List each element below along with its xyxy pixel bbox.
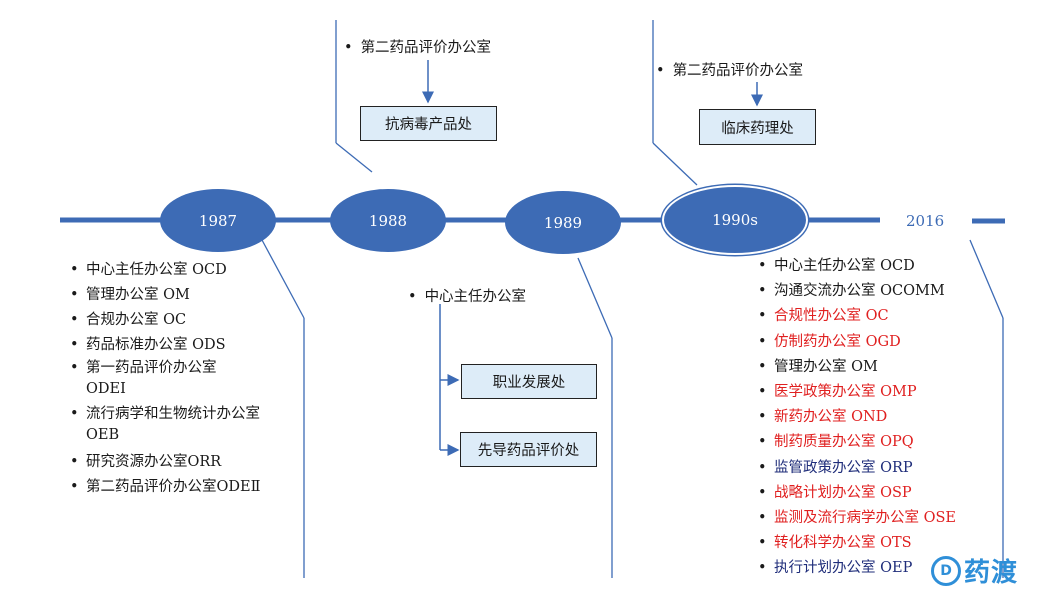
list-item: 转化科学办公室 OTS — [756, 531, 1001, 556]
list-item: 制药质量办公室 OPQ — [756, 430, 1001, 455]
list-item: 管理办公室 OM — [68, 283, 280, 308]
list-item: 第二药品评价办公室ODEⅡ — [68, 475, 280, 500]
list-item: 中心主任办公室 OCD — [68, 258, 280, 283]
list-item: 合规办公室 OC — [68, 308, 280, 333]
list-item: 监测及流行病学办公室 OSE — [756, 506, 1001, 531]
dept-box-lead-drug-evaluation: 先导药品评价处 — [460, 432, 597, 467]
box-label: 职业发展处 — [492, 375, 566, 391]
source-text: 第二药品评价办公室 — [672, 63, 804, 79]
list-item: 流行病学和生物统计办公室 OEB — [68, 404, 276, 446]
list-item: 合规性办公室 OC — [756, 304, 1001, 329]
callout-line-1988 — [335, 142, 373, 173]
year-label: 1990s — [712, 211, 758, 229]
list-item: 医学政策办公室 OMP — [756, 380, 1001, 405]
office-list-2016: 中心主任办公室 OCD沟通交流办公室 OCOMM合规性办公室 OC仿制药办公室 … — [756, 254, 1001, 582]
list-item: 研究资源办公室ORR — [68, 450, 280, 475]
list-item: 新药办公室 OND — [756, 405, 1001, 430]
dept-box-clinical-pharmacology: 临床药理处 — [699, 109, 816, 145]
year-node-1987: 1987 — [160, 189, 276, 252]
list-item: 沟通交流办公室 OCOMM — [756, 279, 1001, 304]
callout-line-1990s — [652, 142, 698, 186]
year-label: 1989 — [543, 213, 583, 232]
callout-line-1989 — [577, 257, 613, 339]
box-label: 先导药品评价处 — [477, 443, 580, 459]
dept-box-antiviral: 抗病毒产品处 — [360, 106, 497, 141]
office-list-1987: 中心主任办公室 OCD 管理办公室 OM 合规办公室 OC 药品标准办公室 OD… — [68, 258, 280, 500]
list-item: 监管政策办公室 ORP — [756, 456, 1001, 481]
source-text: 中心主任办公室 — [424, 289, 527, 305]
year-label: 1988 — [368, 211, 408, 230]
year-node-1989: 1989 — [505, 191, 621, 254]
list-item: 第一药品评价办公室 ODEⅠ — [68, 358, 256, 400]
year-label: 1987 — [198, 211, 238, 230]
source-1990s: •第二药品评价办公室 — [656, 63, 804, 79]
yaodu-logo: D 药渡 — [931, 552, 1018, 589]
year-node-1988: 1988 — [330, 189, 446, 252]
dept-box-career-development: 职业发展处 — [461, 364, 597, 399]
list-item: 药品标准办公室 ODS — [68, 333, 280, 358]
list-item: 执行计划办公室 OEP — [756, 556, 1001, 581]
year-label-2016: 2016 — [906, 212, 945, 230]
logo-mark-icon: D — [931, 555, 961, 586]
source-text: 第二药品评价办公室 — [360, 40, 492, 56]
source-1988: •第二药品评价办公室 — [344, 40, 492, 56]
callout-line-1987 — [261, 239, 305, 319]
year-node-1990s: 1990s — [664, 187, 806, 253]
box-label: 临床药理处 — [721, 120, 794, 137]
source-1989: •中心主任办公室 — [408, 289, 527, 305]
box-label: 抗病毒产品处 — [385, 117, 472, 133]
list-item: 战略计划办公室 OSP — [756, 481, 1001, 506]
list-item: 管理办公室 OM — [756, 355, 1001, 380]
list-item: 中心主任办公室 OCD — [756, 254, 1001, 279]
logo-text: 药渡 — [964, 558, 1019, 588]
list-item: 仿制药办公室 OGD — [756, 330, 1001, 355]
